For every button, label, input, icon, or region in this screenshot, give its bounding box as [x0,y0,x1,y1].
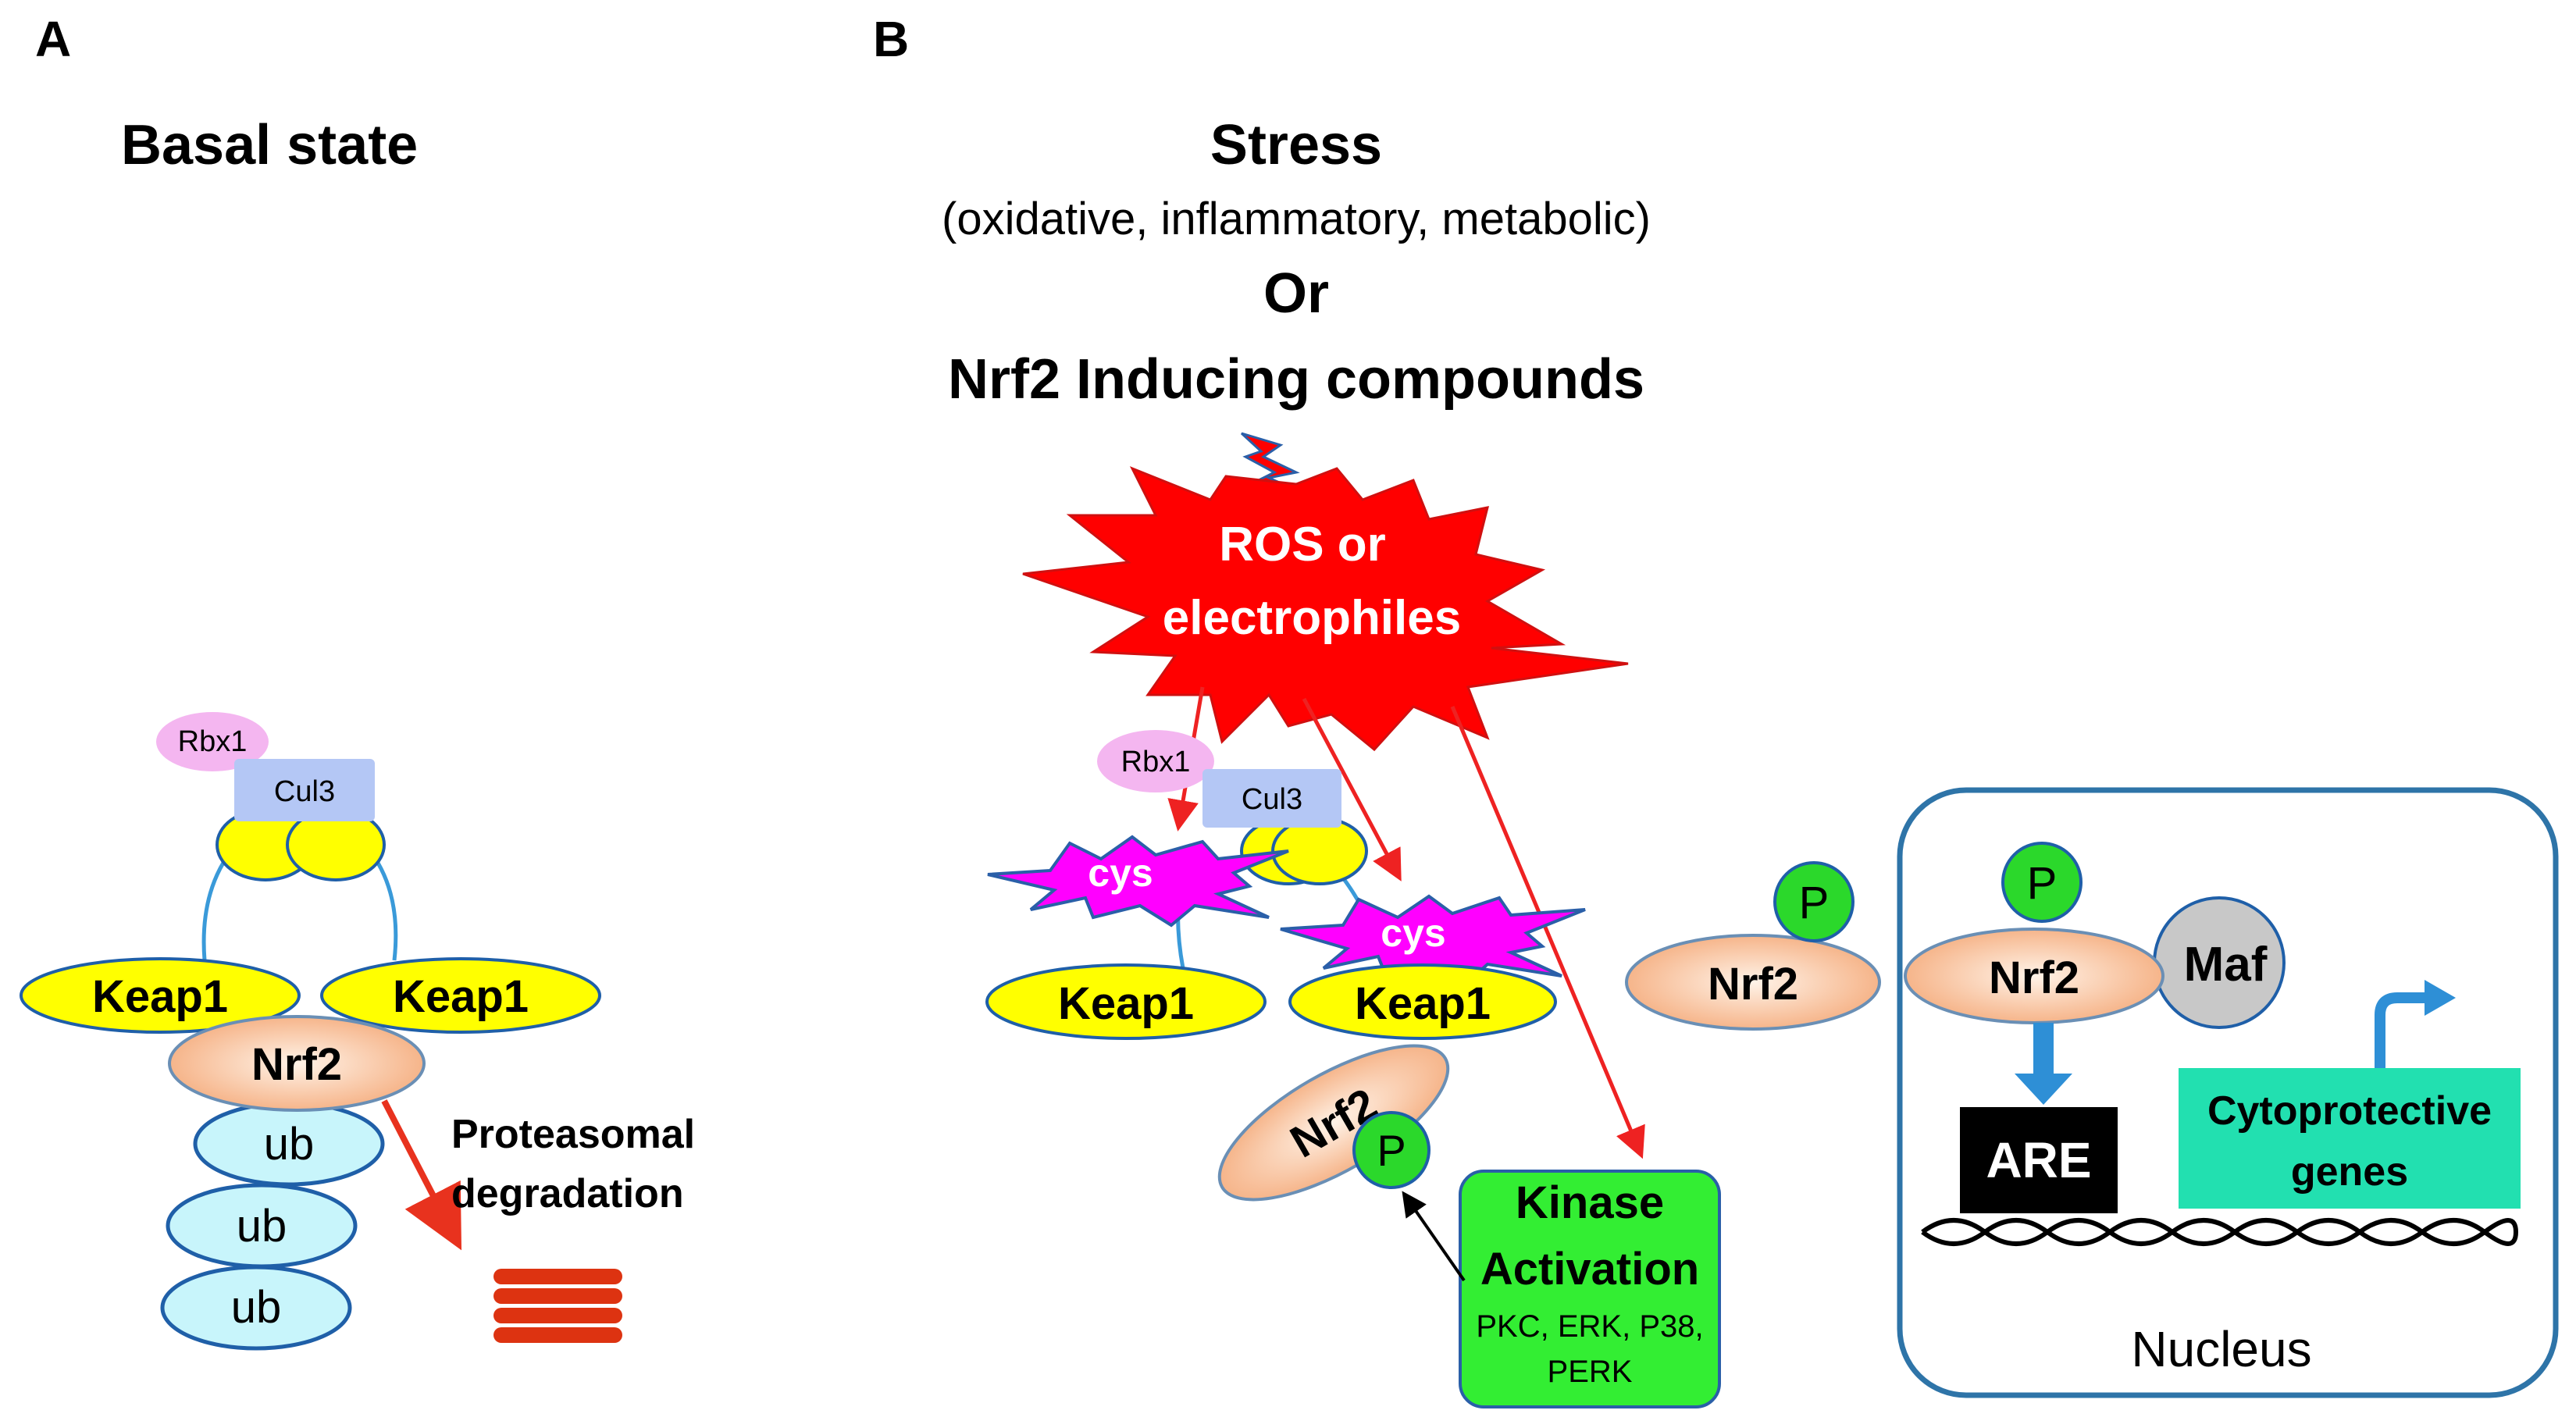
cys-label-2: cys [1381,911,1445,955]
keap1-b-right [1288,963,1557,1040]
p-nuclear [2001,842,2083,923]
ub-oval-2 [166,1183,358,1269]
ros-starburst [1022,466,1629,752]
kinase-line2: Activation [1480,1244,1699,1294]
rbx1-b-label: Rbx1 [1121,746,1191,778]
are-label: ARE [1986,1132,2091,1188]
nucleus-box [1897,787,2559,1398]
panel-b-letter: B [873,11,909,67]
stress-subtitle: (oxidative, inflammatory, metabolic) [942,194,1651,244]
degradation-arrow [381,1099,462,1251]
cul3-label: Cul3 [274,775,335,808]
genes-box [2179,1068,2521,1209]
nrf2-basal [168,1015,426,1112]
kinase-line1: Kinase [1516,1177,1664,1228]
ub-label-3: ub [231,1282,282,1333]
p-released-label: P [1377,1126,1406,1175]
p-released [1352,1111,1431,1189]
cul3-box [234,759,375,821]
rbx1-b-oval [1097,730,1214,792]
p-nuclear-label: P [2027,858,2058,909]
kinase-line3: PKC, ERK, P38, [1476,1309,1703,1344]
inducers-label: Nrf2 Inducing compounds [948,348,1644,411]
nucleus-label: Nucleus [2131,1321,2311,1377]
panel-a: A Basal state Rbx1 Cul3 Keap1 Keap1 ub u… [20,11,695,1351]
keap1-left-label: Keap1 [92,971,228,1022]
cys-starburst-1 [987,835,1289,928]
nrf2-basal-label: Nrf2 [251,1039,342,1090]
ub-label-1: ub [264,1119,315,1170]
rbx1-label: Rbx1 [178,725,248,758]
ros-label-line1: ROS or [1219,518,1386,572]
keap1-right [320,957,601,1034]
keap1-b-left-label: Keap1 [1058,978,1194,1029]
proteasome-icon [493,1269,622,1343]
are-box [1960,1107,2118,1213]
cys-starburst-2 [1280,894,1586,988]
nrf2-cyto-label: Nrf2 [1708,959,1798,1010]
kinase-to-p-arrow [1402,1191,1466,1282]
keap1-left [20,957,301,1034]
nrf2-released-group: Nrf2 [1217,1044,1450,1202]
nrf2-cyto [1625,934,1881,1031]
ros-arrow-to-kinase [1450,706,1645,1159]
rbx1-oval [156,712,269,771]
panel-b: B Stress (oxidative, inflammatory, metab… [873,11,2559,1408]
panel-a-title: Basal state [121,114,418,176]
cul3-b-box [1202,769,1341,828]
genes-line2: genes [2291,1149,2408,1195]
or-label: Or [1263,262,1329,325]
cul3-b-label: Cul3 [1242,783,1302,816]
stress-title: Stress [1210,114,1382,176]
panel-a-letter: A [35,11,71,67]
genes-line1: Cytoprotective [2207,1088,2492,1134]
kinase-line4: PERK [1548,1355,1633,1389]
degradation-label-line2: degradation [451,1171,684,1216]
keap1-right-label: Keap1 [393,971,529,1022]
kinase-box [1459,1170,1721,1408]
cys-label-1: cys [1088,851,1153,895]
maf-label: Maf [2184,938,2268,992]
keap1-b-right-label: Keap1 [1355,978,1491,1029]
binding-arrow [2015,1023,2072,1105]
nrf2-nuclear-label: Nrf2 [1989,953,2079,1003]
p-cyto [1773,861,1855,942]
ros-label-line2: electrophiles [1163,591,1461,645]
ros-arrow-to-keap1-right [1302,697,1402,881]
ub-label-2: ub [237,1201,287,1252]
keap1-b-left [985,963,1267,1040]
degradation-label-line1: Proteasomal [451,1112,695,1157]
transcription-arrow [2375,980,2456,1068]
p-cyto-label: P [1799,878,1830,928]
dna-helix [1921,1218,2518,1246]
